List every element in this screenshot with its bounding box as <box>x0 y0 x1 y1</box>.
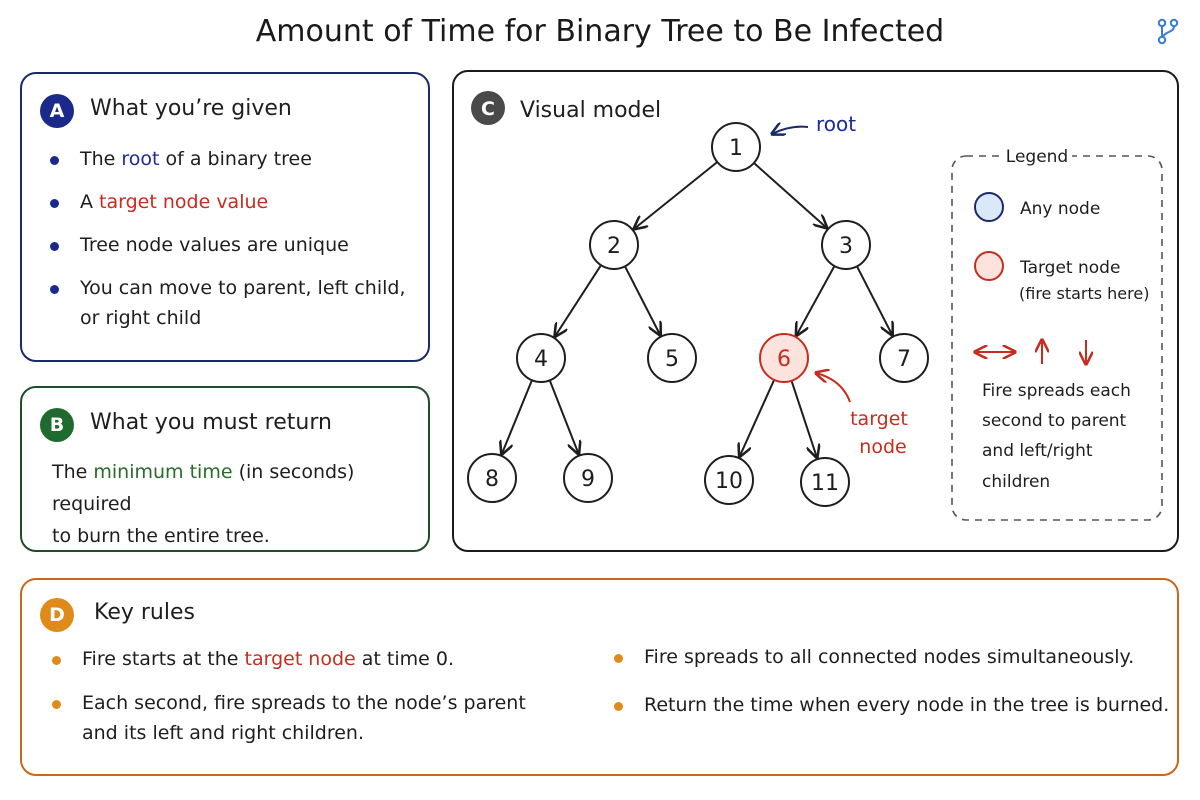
rule-item: Fire spreads to all connected nodes simu… <box>610 642 1170 672</box>
bullet-dot <box>52 656 61 665</box>
tree-node-label: 6 <box>777 347 791 372</box>
rule-item: Return the time when every node in the t… <box>610 690 1170 720</box>
tree-node: 11 <box>800 457 850 507</box>
rule-item: Fire starts at the target node at time 0… <box>48 644 588 674</box>
given-panel: A What you’re given The root of a binary… <box>20 72 430 362</box>
bullet-dot <box>52 700 61 709</box>
target-label-line1: target <box>850 408 908 430</box>
tree-nodes: 1 2 3 4 5 6 7 8 9 10 11 <box>467 122 929 507</box>
tree-edge <box>502 379 533 454</box>
legend-spread-line: second to parent <box>982 411 1127 431</box>
legend-title: Legend <box>1006 147 1068 167</box>
badge-c-letter: C <box>481 98 495 120</box>
rules-left-list: Fire starts at the target node at time 0… <box>48 644 588 748</box>
rules-panel: D Key rules Fire starts at the target no… <box>20 578 1179 776</box>
rules-right-list: Fire spreads to all connected nodes simu… <box>610 642 1170 720</box>
bullet-dot <box>50 242 59 251</box>
tree-edge <box>548 379 579 453</box>
tree-node-circle <box>879 333 929 383</box>
tree-edge <box>797 265 836 335</box>
visual-model-heading: Visual model <box>520 98 661 123</box>
bullet-dot <box>614 702 623 711</box>
tree-edge <box>790 380 817 458</box>
given-item: A target node value <box>46 187 416 217</box>
tree-node: 7 <box>879 333 929 383</box>
bullet-dot <box>50 199 59 208</box>
tree-node: 8 <box>467 453 517 503</box>
tree-node-label: 8 <box>485 467 499 492</box>
tree-edge <box>555 264 602 336</box>
tree-edge <box>856 265 892 335</box>
tree-node-circle <box>711 122 761 172</box>
tree-edge <box>740 379 776 456</box>
tree-node-label: 1 <box>729 136 743 161</box>
tree-node: 9 <box>563 453 613 503</box>
tree-edge <box>634 161 718 229</box>
root-arrow <box>772 127 809 134</box>
badge-c <box>471 91 505 125</box>
legend-target-note: (fire starts here) <box>1019 284 1149 303</box>
badge-b: B <box>40 408 74 442</box>
return-panel: B What you must return The minimum time … <box>20 386 430 552</box>
rule-item: Each second, fire spreads to the node’s … <box>48 688 588 748</box>
root-label: root <box>816 112 856 136</box>
tree-node-circle <box>821 220 871 270</box>
tree-node: 3 <box>821 220 871 270</box>
tree-node-circle <box>467 453 517 503</box>
tree-node: 5 <box>647 333 697 383</box>
bullet-dot <box>50 285 59 294</box>
tree-node-label: 11 <box>811 471 839 496</box>
given-item: The root of a binary tree <box>46 144 416 174</box>
tree-node-label: 9 <box>581 467 595 492</box>
tree-node-label: 10 <box>715 469 743 494</box>
tree-node-label: 4 <box>534 347 548 372</box>
tree-node-label: 7 <box>897 347 911 372</box>
given-item: Tree node values are unique <box>46 230 416 260</box>
legend-title-backdrop <box>1002 144 1072 168</box>
tree-node-circle <box>589 220 639 270</box>
return-heading: What you must return <box>90 410 332 435</box>
page-title: Amount of Time for Binary Tree to Be Inf… <box>255 14 945 49</box>
tree-node-circle <box>516 333 566 383</box>
tree-node-circle <box>704 455 754 505</box>
tree-edges <box>502 161 892 458</box>
tree-node: 2 <box>589 220 639 270</box>
target-label-line2: node <box>859 436 906 458</box>
legend-target-label: Target node <box>1019 258 1120 278</box>
tree-node-label: 2 <box>607 234 621 259</box>
bullet-dot <box>50 156 59 165</box>
badge-a: A <box>40 94 74 128</box>
badge-d: D <box>40 598 74 632</box>
tree-node: 10 <box>704 455 754 505</box>
target-arrow <box>816 373 851 403</box>
bullet-dot <box>614 654 623 663</box>
legend-spread-line: and left/right <box>982 441 1093 461</box>
tree-node-circle <box>563 453 613 503</box>
tree-node: 4 <box>516 333 566 383</box>
legend-target-swatch <box>974 251 1004 281</box>
tree-node-label: 3 <box>839 234 853 259</box>
legend-spread-line: children <box>982 472 1050 492</box>
given-heading: What you’re given <box>90 96 292 121</box>
rules-heading: Key rules <box>94 600 195 625</box>
given-item: You can move to parent, left child,or ri… <box>46 273 416 333</box>
tree-node-circle <box>759 333 809 383</box>
tree-node-circle <box>647 333 697 383</box>
legend-spread-line: Fire spreads each <box>982 381 1131 401</box>
tree-node-label: 5 <box>665 347 679 372</box>
tree-edge <box>624 265 660 335</box>
tree-node-circle <box>800 457 850 507</box>
given-list: The root of a binary tree A target node … <box>46 144 416 333</box>
tree-node: 1 <box>711 122 761 172</box>
git-branch-icon[interactable] <box>1153 16 1183 46</box>
tree-edge <box>753 162 827 228</box>
legend-any-node-swatch <box>974 192 1004 222</box>
target-tree-node: 6 <box>759 333 809 383</box>
legend-any-node-label: Any node <box>1020 199 1100 219</box>
